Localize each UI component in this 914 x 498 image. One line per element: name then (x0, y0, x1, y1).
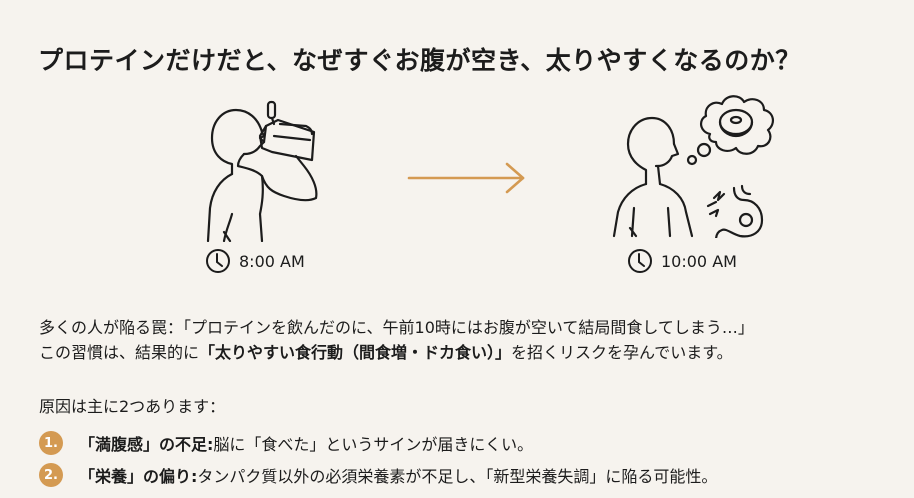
intro-line-2-suffix: を招くリスクを孕んでいます。 (511, 343, 733, 362)
clock-icon (628, 249, 652, 273)
page-title: プロテインだけだと、なぜすぐお腹が空き、太りやすくなるのか？ (38, 45, 801, 75)
after-time-label: 10:00 AM (661, 251, 737, 271)
causes-list: 1. 「満腹感」の不足: 脳に「食べた」というサインが届きにくい。 2. 「栄養… (39, 428, 717, 492)
timeline-arrow (405, 162, 529, 198)
before-illustration (200, 96, 325, 242)
intro-line-2: この習慣は、結果的に「太りやすい食行動（間食増・ドカ食い）」を招くリスクを孕んで… (39, 341, 733, 365)
before-time-label: 8:00 AM (239, 251, 305, 271)
growling-stomach-icon (714, 186, 764, 238)
number-badge: 1. (39, 431, 63, 455)
intro-line-2-prefix: この習慣は、結果的に (39, 343, 200, 362)
causes-heading: 原因は主に2つあります： (39, 397, 226, 416)
cause-title: 「満腹感」の不足: (79, 435, 214, 454)
intro-line-1: 多くの人が陥る罠：「プロテインを飲んだのに、午前10時にはお腹が空いて結局間食し… (39, 318, 754, 337)
clock-icon (206, 249, 230, 273)
before-time: 8:00 AM (205, 248, 305, 274)
cause-text: 脳に「食べた」というサインが届きにくい。 (213, 435, 534, 454)
cause-item-2: 2. 「栄養」の偏り: タンパク質以外の必須栄養素が不足し、「新型栄養失調」に陥… (39, 460, 717, 490)
number-badge: 2. (39, 463, 63, 487)
intro-line-2-emphasis: 「太りやすい食行動（間食増・ドカ食い）」 (199, 343, 512, 362)
cause-title: 「栄養」の偏り: (79, 467, 198, 486)
person-thinking-donut-icon (612, 95, 774, 238)
cause-item-1: 1. 「満腹感」の不足: 脳に「食べた」というサインが届きにくい。 (39, 428, 717, 458)
arrow-right-icon (407, 162, 525, 194)
after-illustration (612, 88, 782, 238)
after-time: 10:00 AM (627, 248, 737, 274)
person-drinking-shaker-icon (206, 100, 318, 242)
cause-text: タンパク質以外の必須栄養素が不足し、「新型栄養失調」に陥る可能性。 (197, 467, 718, 486)
